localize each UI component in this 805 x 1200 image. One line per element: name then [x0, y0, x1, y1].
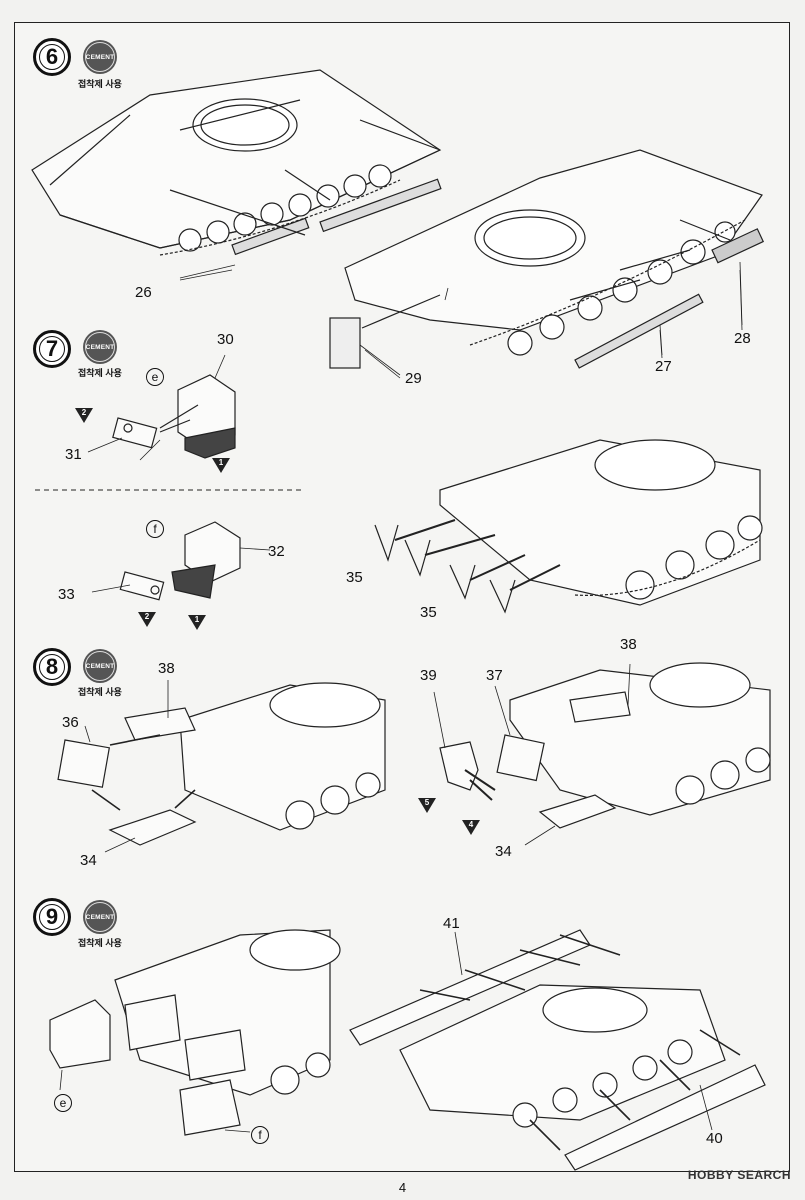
part-label-35: 35: [420, 604, 437, 621]
part-label-34: 34: [495, 843, 512, 860]
marker-triangle-5: 5: [418, 798, 436, 813]
part-drawing-30-31: [112, 374, 236, 459]
part-label-38: 38: [158, 660, 175, 677]
hull-drawing-step6-left: [31, 69, 442, 279]
step-number-9: 9: [33, 898, 71, 936]
part-label-32: 32: [268, 543, 285, 560]
cement-note: 접착제 사용: [78, 368, 122, 378]
hull-drawing-step8-left: [57, 682, 386, 846]
cement-icon: CEMENT: [83, 330, 117, 364]
part-label-27: 27: [655, 358, 672, 375]
step-number-7: 7: [33, 330, 71, 368]
part-label-29: 29: [405, 370, 422, 387]
hull-drawing-step8-right: [439, 662, 771, 829]
marker-triangle-1: 1: [212, 458, 230, 473]
cement-note: 접착제 사용: [78, 938, 122, 948]
page-number: 4: [398, 1180, 407, 1195]
marker-triangle-2: 2: [138, 612, 156, 627]
cement-note: 접착제 사용: [78, 687, 122, 697]
part-label-33: 33: [58, 586, 75, 603]
part-label-36: 36: [62, 714, 79, 731]
hull-drawing-step9-left: [49, 929, 341, 1136]
part-label-30: 30: [217, 331, 234, 348]
subassembly-e-marker: e: [54, 1094, 72, 1112]
part-label-37: 37: [486, 667, 503, 684]
part-label-39: 39: [420, 667, 437, 684]
part-label-28: 28: [734, 330, 751, 347]
part-label-31: 31: [65, 446, 82, 463]
part-label-26: 26: [135, 284, 152, 301]
part-label-41: 41: [443, 915, 460, 932]
part-label-40: 40: [706, 1130, 723, 1147]
hull-drawing-step6-right: [329, 149, 765, 376]
hull-drawing-step9-right: [349, 929, 766, 1171]
step-number-8: 8: [33, 648, 71, 686]
subassembly-e-marker: e: [146, 368, 164, 386]
subassembly-f-marker: f: [251, 1126, 269, 1144]
marker-triangle-1: 1: [188, 615, 206, 630]
part-label-34: 34: [80, 852, 97, 869]
watermark-logo: HOBBY SEARCH: [687, 1168, 791, 1182]
step-number-6: 6: [33, 38, 71, 76]
cement-icon: CEMENT: [83, 900, 117, 934]
marker-triangle-2: 2: [75, 408, 93, 423]
part-label-35: 35: [346, 569, 363, 586]
cement-icon: CEMENT: [83, 40, 117, 74]
hull-drawing-step7-right: [374, 439, 763, 614]
cement-icon: CEMENT: [83, 649, 117, 683]
part-label-38: 38: [620, 636, 637, 653]
subassembly-f-marker: f: [146, 520, 164, 538]
part-drawing-32-33: [119, 521, 241, 601]
marker-triangle-4: 4: [462, 820, 480, 835]
cement-note: 접착제 사용: [78, 79, 122, 89]
